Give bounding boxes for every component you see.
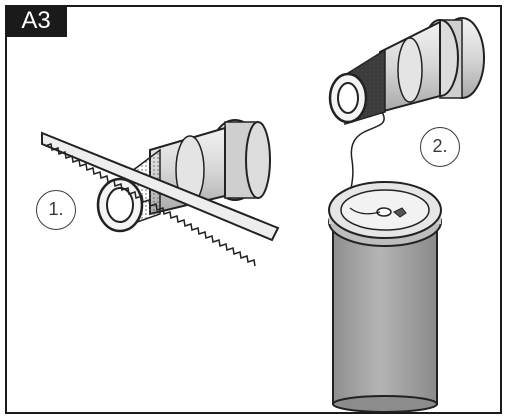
panel-border — [5, 5, 502, 414]
step-2-label: 2. — [420, 127, 460, 167]
panel-label: A3 — [5, 5, 67, 37]
step-1-label: 1. — [36, 190, 76, 230]
